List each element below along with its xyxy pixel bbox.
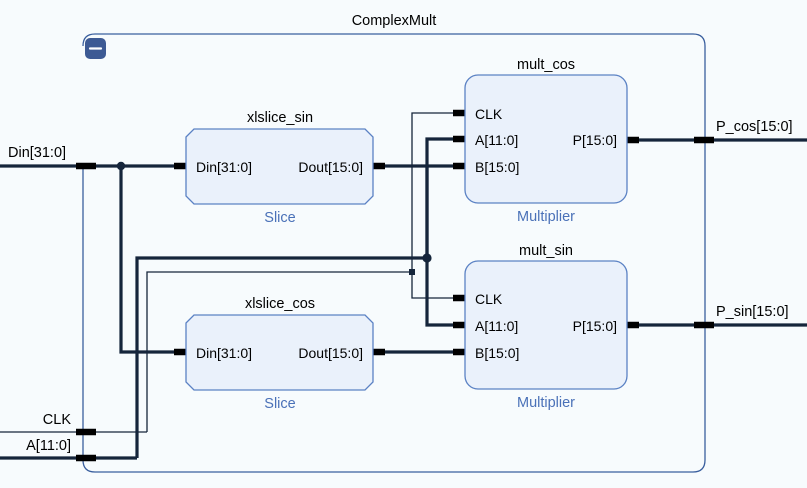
block-xlslice-cos-kind: Slice bbox=[264, 396, 295, 412]
block-xlslice-sin-name: xlslice_sin bbox=[247, 110, 313, 126]
net-clk-to-multsin bbox=[411, 272, 465, 299]
block-mult-cos-pin-p: P[15:0] bbox=[573, 132, 617, 148]
block-mult-sin[interactable]: mult_sin CLK A[11:0] B[15:0] P[15:0] Mul… bbox=[464, 243, 628, 411]
block-mult-sin-name: mult_sin bbox=[519, 243, 573, 259]
port-label-p-cos[interactable]: P_cos[15:0] bbox=[716, 119, 793, 135]
block-xlslice-sin[interactable]: xlslice_sin Din[31:0] Dout[15:0] Slice bbox=[185, 110, 374, 226]
port-label-p-sin[interactable]: P_sin[15:0] bbox=[716, 304, 789, 320]
block-xlslice-sin-body[interactable] bbox=[185, 128, 374, 205]
block-xlslice-cos[interactable]: xlslice_cos Din[31:0] Dout[15:0] Slice bbox=[185, 296, 374, 412]
block-mult-sin-pin-a: A[11:0] bbox=[475, 318, 518, 334]
block-mult-cos-pin-b: B[15:0] bbox=[475, 159, 519, 175]
junction-a-bus bbox=[422, 253, 432, 263]
net-clk-to-multcos bbox=[411, 112, 465, 272]
port-label-clk[interactable]: CLK bbox=[43, 412, 72, 428]
block-xlslice-cos-body[interactable] bbox=[185, 314, 374, 391]
port-label-a[interactable]: A[11:0] bbox=[26, 438, 71, 454]
block-xlslice-cos-pin-dout: Dout[15:0] bbox=[298, 345, 363, 361]
block-mult-sin-kind: Multiplier bbox=[517, 395, 575, 411]
collapse-button[interactable] bbox=[85, 38, 106, 59]
junction-clk bbox=[409, 269, 415, 275]
wire-layer bbox=[0, 112, 807, 460]
group-title: ComplexMult bbox=[352, 13, 437, 29]
block-mult-cos-body[interactable] bbox=[464, 74, 628, 204]
block-mult-sin-pin-p: P[15:0] bbox=[573, 318, 617, 334]
block-xlslice-sin-pin-din: Din[31:0] bbox=[196, 159, 252, 175]
port-label-din[interactable]: Din[31:0] bbox=[8, 145, 66, 161]
block-mult-sin-pin-clk: CLK bbox=[475, 291, 503, 307]
block-mult-cos-pin-clk: CLK bbox=[475, 106, 503, 122]
block-mult-cos-pin-a: A[11:0] bbox=[475, 132, 518, 148]
net-clk-route bbox=[146, 271, 412, 432]
block-xlslice-cos-name: xlslice_cos bbox=[245, 296, 315, 312]
junction-din bbox=[116, 161, 126, 171]
block-xlslice-cos-pin-din: Din[31:0] bbox=[196, 345, 252, 361]
block-mult-cos-name: mult_cos bbox=[517, 57, 575, 73]
net-din-branch bbox=[119, 166, 186, 354]
block-mult-cos-kind: Multiplier bbox=[517, 209, 575, 225]
block-mult-cos[interactable]: mult_cos CLK A[11:0] B[15:0] P[15:0] Mul… bbox=[464, 57, 628, 225]
net-a-to-multcos-a bbox=[425, 137, 465, 258]
net-a-route bbox=[135, 256, 427, 458]
block-mult-sin-body[interactable] bbox=[464, 260, 628, 390]
external-port-labels: Din[31:0] CLK A[11:0] P_cos[15:0] P_sin[… bbox=[8, 119, 793, 454]
block-xlslice-sin-pin-dout: Dout[15:0] bbox=[298, 159, 363, 175]
block-mult-sin-pin-b: B[15:0] bbox=[475, 345, 519, 361]
block-xlslice-sin-kind: Slice bbox=[264, 210, 295, 226]
hierarchy-group-complexmult[interactable] bbox=[82, 33, 706, 473]
